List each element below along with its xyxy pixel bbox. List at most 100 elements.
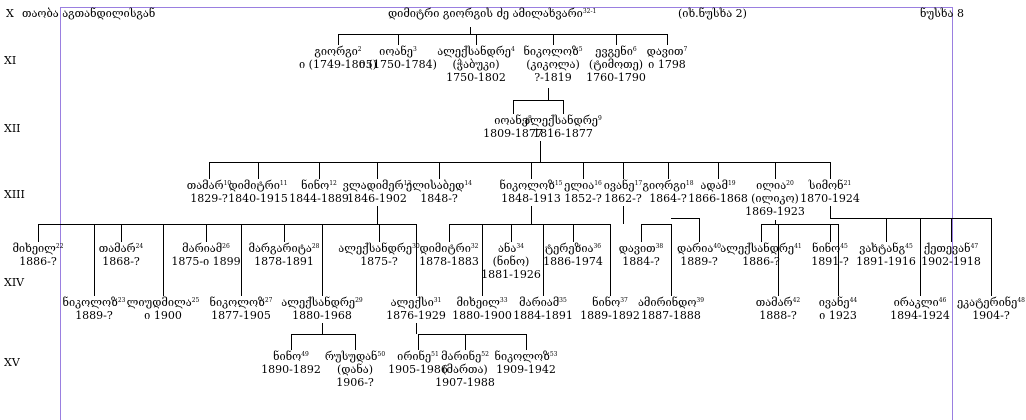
person-dates: 1852-? <box>564 192 602 205</box>
connector-line <box>540 141 541 162</box>
person-name: დავით38 <box>618 242 664 255</box>
person-dates: 1880-1900 <box>452 309 512 322</box>
person-name: თამარ10 <box>186 179 232 192</box>
connector-line <box>830 218 991 219</box>
connector-line <box>526 334 527 350</box>
person-name: ვახტანგ45 <box>859 242 913 255</box>
person-node: რუსუდან50(დანა)1906-? <box>325 350 385 389</box>
person-dates: 1907-1988 <box>435 376 495 389</box>
person-node: ილია20(ილიკო)1869-1923 <box>745 179 805 218</box>
person-dates: 1888-? <box>759 309 797 322</box>
connector-line <box>377 206 378 224</box>
connector-line <box>355 334 356 350</box>
person-name: ანა34 <box>498 242 524 255</box>
connector-line <box>322 323 323 334</box>
person-nickname: (ჭაბუკი) <box>452 58 500 71</box>
person-name: მარინე52 <box>441 350 489 363</box>
connector-line <box>830 162 831 179</box>
person-dates: 1889-? <box>75 309 113 322</box>
generation-label-xi: XI <box>4 54 17 67</box>
chart-frame <box>60 7 953 420</box>
connector-line <box>531 206 532 224</box>
person-dates: 1809-1877 <box>483 127 543 140</box>
person-nickname: (მართა) <box>442 363 488 376</box>
person-name: დიმიტრი11 <box>228 179 288 192</box>
connector-line <box>761 224 762 242</box>
person-name: ნინო37 <box>592 296 628 309</box>
connector-line <box>543 224 544 296</box>
person-name: მიხეილ33 <box>456 296 508 309</box>
person-dates: 1886-? <box>19 255 57 268</box>
person-dates: 1844-1889 <box>289 192 349 205</box>
person-dates: 1829-? <box>190 192 228 205</box>
person-name: ილია20 <box>756 179 794 192</box>
generation-label-xiv: XIV <box>4 276 25 289</box>
header-left: თაობა აგთანდილისგან <box>22 7 156 20</box>
person-nickname: (კიკოლა) <box>526 58 580 71</box>
person-node: ევგენი6(ტიმოთე)1760-1790 <box>586 45 646 84</box>
person-name: მარიამ35 <box>519 296 567 309</box>
connector-line <box>38 224 416 225</box>
person-name: ნიკოლოზ23 <box>62 296 126 309</box>
person-name: ელისაბედ14 <box>406 179 472 192</box>
person-name: ელია16 <box>564 179 602 192</box>
connector-line <box>531 162 532 179</box>
person-name: ნიკოლოზ15 <box>499 179 563 192</box>
person-dates: 1862-? <box>604 192 642 205</box>
connector-line <box>418 334 419 350</box>
person-name: ალექსანდრე29 <box>281 296 363 309</box>
person-node: მარინე52(მართა)1907-1988 <box>435 350 495 389</box>
connector-line <box>616 34 617 45</box>
connector-line <box>641 224 671 225</box>
person-dates: 1887-1888 <box>641 309 701 322</box>
person-dates: 1816-1877 <box>533 127 593 140</box>
person-name: იოანე8 <box>494 114 532 127</box>
generation-label-xv: XV <box>4 356 20 369</box>
connector-line <box>775 220 776 224</box>
connector-line <box>94 224 95 296</box>
person-dates: ი 1923 <box>819 309 857 322</box>
person-name: გიორგი18 <box>642 179 694 192</box>
person-dates: 1904-? <box>972 309 1010 322</box>
connector-line <box>623 206 624 224</box>
person-dates: 1870-1924 <box>800 192 860 205</box>
connector-line <box>449 224 450 242</box>
person-dates: 1750-1802 <box>446 71 506 84</box>
connector-line <box>291 334 355 335</box>
person-dates: 1891-? <box>811 255 849 268</box>
person-name: ნიკოლოზ27 <box>209 296 273 309</box>
person-node: ნიკოლოზ5(კიკოლა)?-1819 <box>523 45 582 84</box>
person-dates: 1881-1926 <box>481 268 541 281</box>
connector-line <box>830 224 831 242</box>
connector-line <box>322 224 323 296</box>
connector-line <box>476 34 477 45</box>
person-dates: 1878-1883 <box>419 255 479 268</box>
person-dates: 1869-1923 <box>745 205 805 218</box>
person-name: ეკატერინე48 <box>957 296 1025 309</box>
person-dates: 1866-1868 <box>688 192 748 205</box>
person-nickname: (ილიკო) <box>751 192 799 205</box>
person-dates: 1891-1916 <box>856 255 916 268</box>
connector-line <box>377 162 378 179</box>
person-name: ნინო12 <box>301 179 337 192</box>
person-dates: 1875-ი 1899 <box>171 255 241 268</box>
connector-line <box>951 218 952 242</box>
person-name: ევგენი6 <box>595 45 637 58</box>
person-name: ლიუდმილა25 <box>126 296 200 309</box>
